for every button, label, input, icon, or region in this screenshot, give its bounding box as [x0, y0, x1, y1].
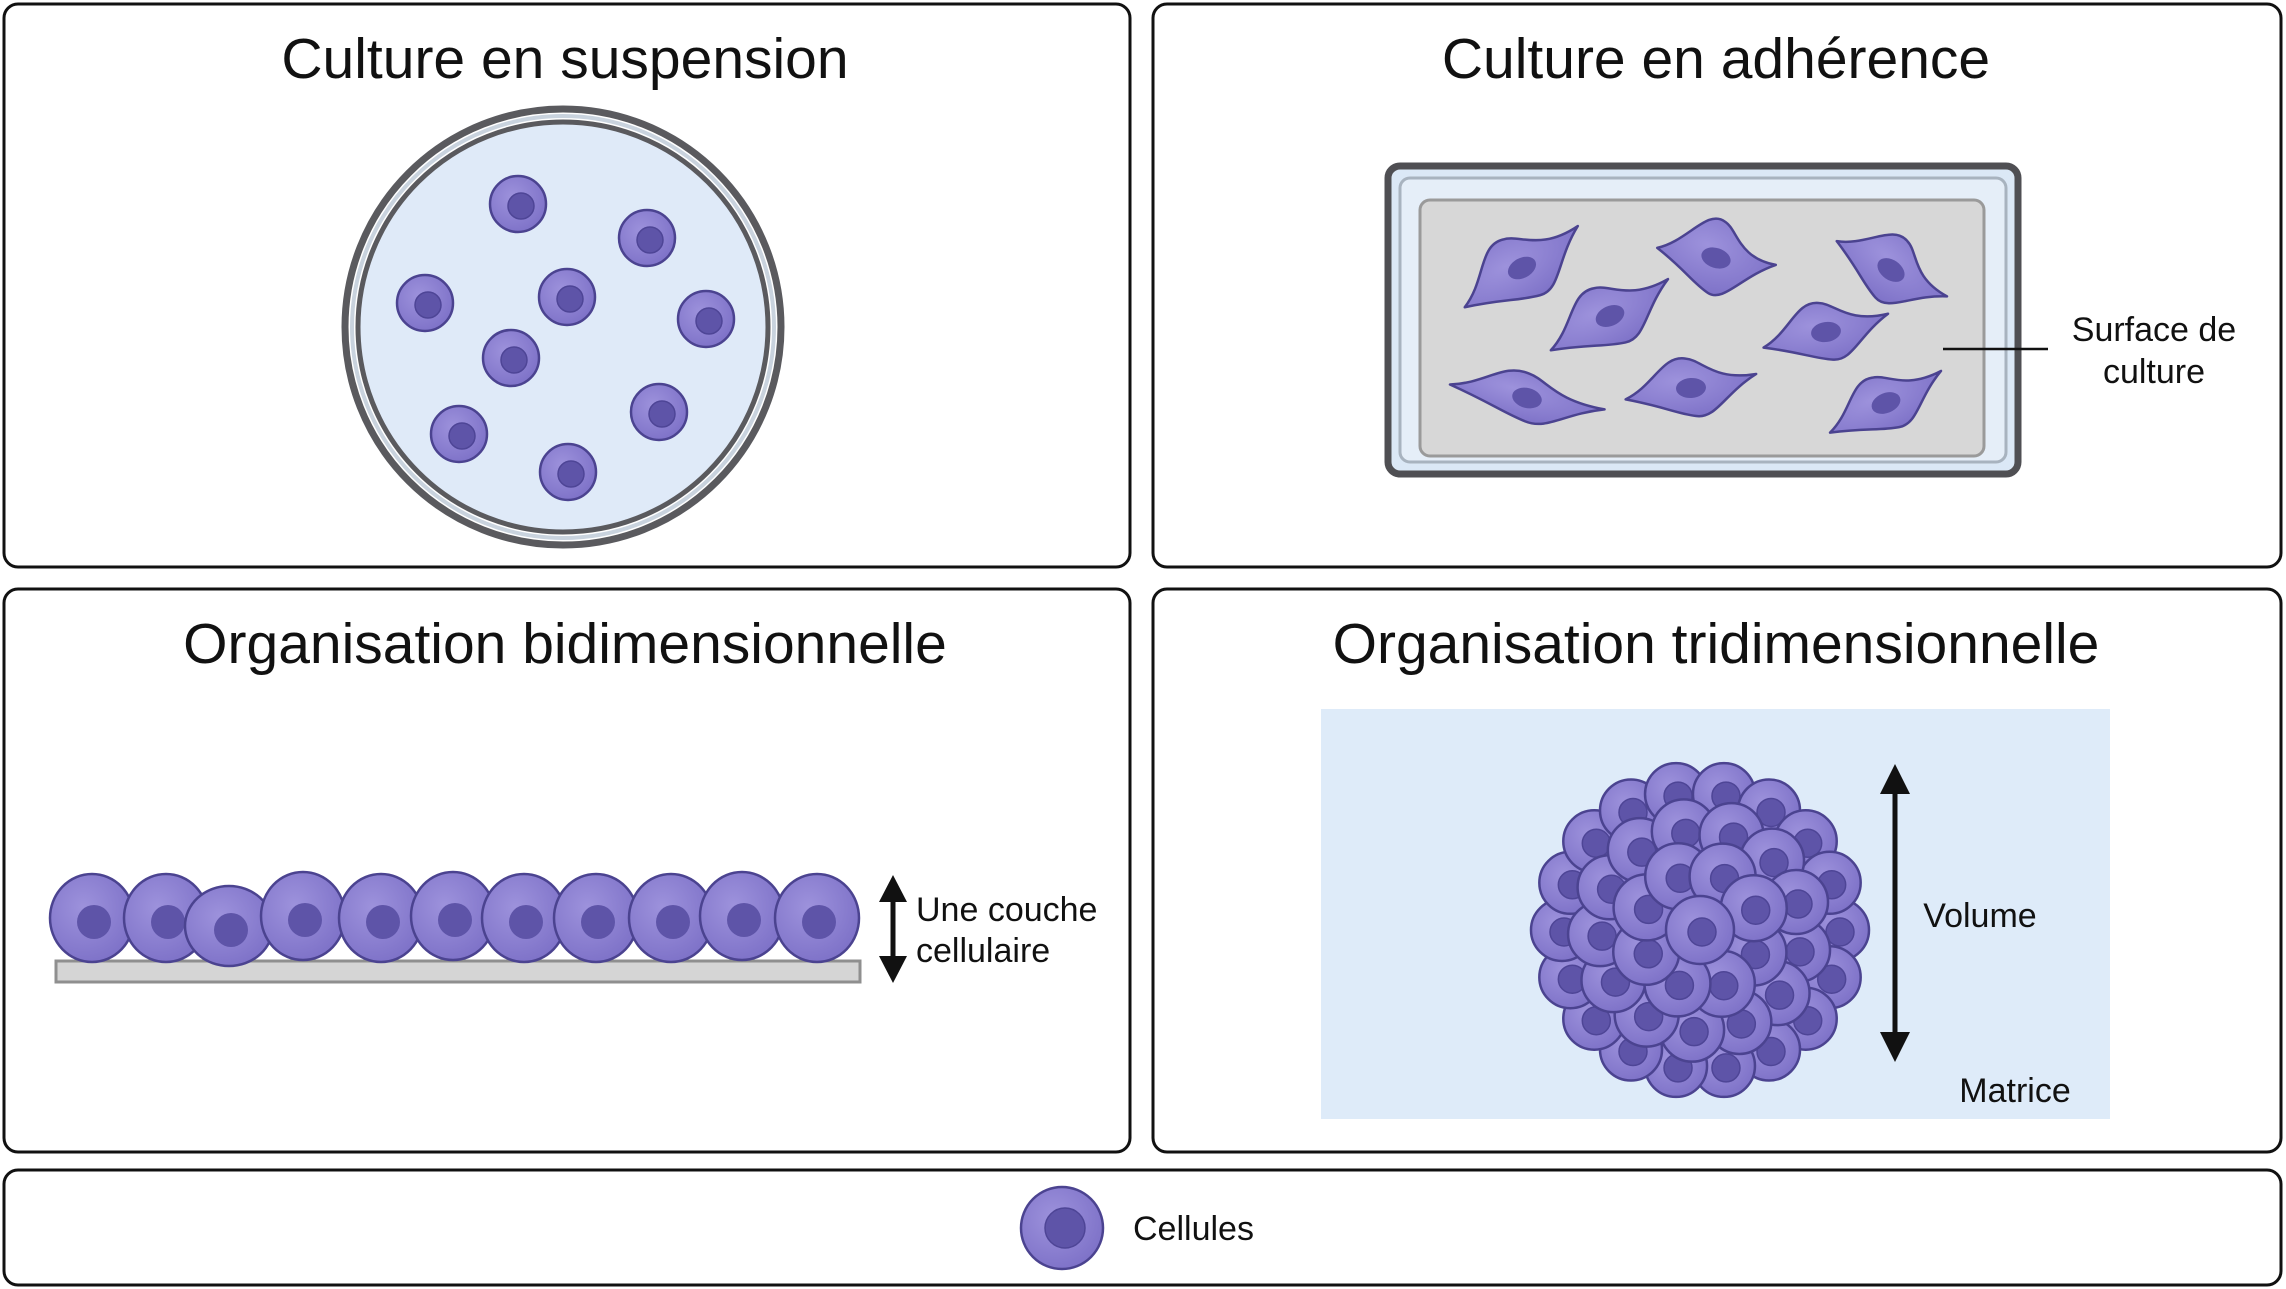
- panel-bidimensional-title: Organisation bidimensionnelle: [183, 612, 947, 676]
- monolayer-cell: [698, 870, 786, 962]
- suspension-cell: [629, 382, 689, 442]
- panel-tridimensional-title: Organisation tridimensionnelle: [1333, 612, 2100, 676]
- surface-label-line1: Surface de: [2072, 311, 2236, 349]
- adherent-cells: [1448, 217, 1949, 434]
- adherent-cell: [1624, 357, 1758, 418]
- adherent-cell: [1448, 369, 1606, 426]
- monolayer-cell: [48, 872, 136, 964]
- matrix-label: Matrice: [1959, 1072, 2070, 1110]
- adherent-cell: [1549, 277, 1670, 352]
- suspension-cell: [537, 267, 597, 327]
- legend-cell-label: Cellules: [1133, 1210, 1254, 1248]
- monolayer-cell: [627, 872, 715, 964]
- adherent-cell: [1656, 217, 1778, 297]
- panel-bidimensional-frame: [2, 587, 1132, 1154]
- panel-adherence-title: Culture en adhérence: [1442, 27, 1990, 91]
- monolayer-cell: [773, 872, 861, 964]
- volume-label: Volume: [1923, 897, 2036, 935]
- substrate-plate: [54, 959, 862, 984]
- panel-suspension-title: Culture en suspension: [281, 27, 848, 91]
- spheroid-cell: [1664, 894, 1736, 966]
- monolayer-cells: [48, 870, 861, 968]
- adherent-cell: [1762, 301, 1890, 361]
- legend-frame: [2, 1168, 2283, 1287]
- suspension-cell: [617, 208, 677, 268]
- adherent-cell: [1463, 224, 1580, 309]
- volume-arrow: [1880, 764, 1910, 1062]
- legend-cell: [1019, 1185, 1105, 1271]
- surface-label-line2: culture: [2103, 353, 2205, 391]
- layer-label-line1: Une couche: [916, 891, 1097, 929]
- legend-cell-icon: [1019, 1185, 1105, 1271]
- adherent-cell: [1835, 233, 1949, 305]
- monolayer-cell: [552, 872, 640, 964]
- suspension-cells: [395, 174, 736, 502]
- suspension-cell: [676, 289, 736, 349]
- adherent-cell: [1828, 369, 1943, 434]
- layer-thickness-arrow: [879, 875, 907, 983]
- suspension-cell: [395, 273, 455, 333]
- culture-flask: [1384, 162, 2022, 478]
- suspension-cell: [429, 404, 489, 464]
- monolayer-cell: [183, 884, 275, 968]
- spheroid-cell: [1719, 873, 1788, 943]
- suspension-cell: [488, 174, 548, 234]
- layer-label-line2: cellulaire: [916, 932, 1050, 970]
- spheroid: [1529, 761, 1871, 1099]
- monolayer-cell: [259, 870, 347, 962]
- suspension-cell: [538, 442, 598, 502]
- suspension-cell: [481, 328, 541, 388]
